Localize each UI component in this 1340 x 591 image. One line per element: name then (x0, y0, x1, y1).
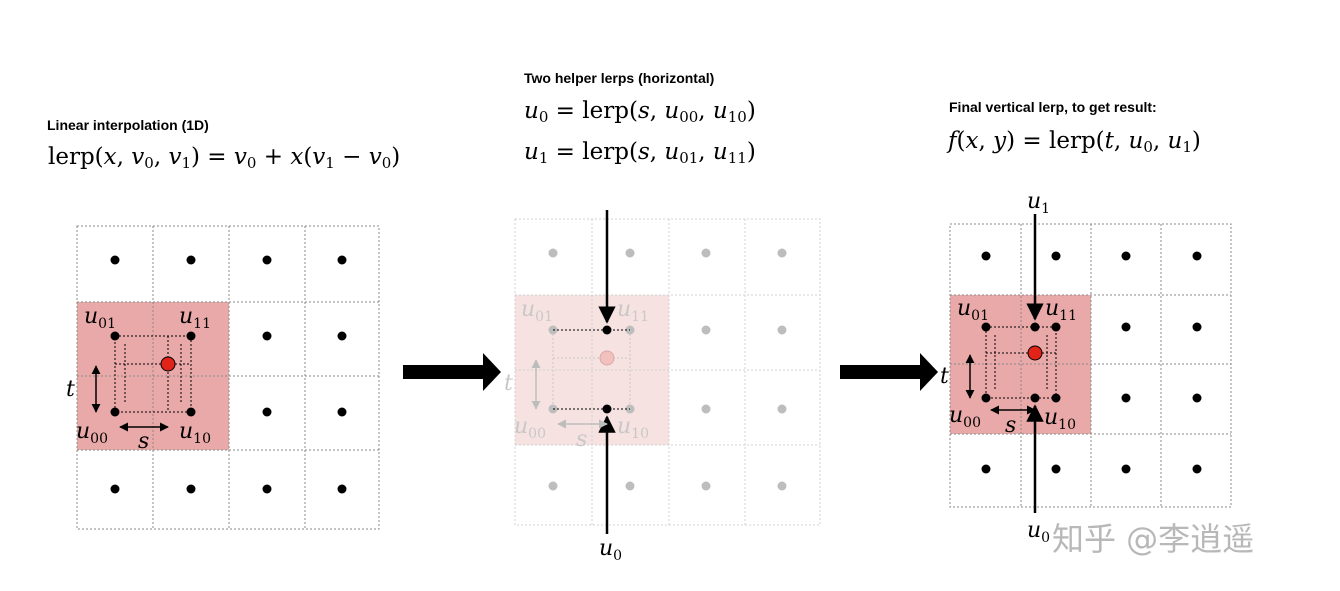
panel2-u1-point (602, 325, 612, 335)
panel1-diagram: u01 u11 u00 u10 t s (66, 225, 380, 530)
label-subscript: 0 (613, 548, 622, 564)
panel1-grid (76, 225, 380, 530)
label-subscript: 11 (193, 316, 211, 332)
panel1-helper-lines (114, 335, 192, 413)
panel2-label-u0: u0 (599, 536, 622, 564)
label-subscript: 10 (193, 431, 211, 447)
panel2-label-s: s (576, 427, 587, 452)
panel3-label-u01: u01 (957, 296, 989, 324)
label-subscript: 11 (1059, 308, 1077, 324)
label-subscript: 01 (971, 308, 989, 324)
panel2-helper-lines (553, 329, 630, 410)
panel2-label-t: t (504, 371, 513, 396)
panel2-formula-u1: u1 = lerp(s, u01, u11) (524, 139, 756, 167)
panel3-grid (949, 223, 1232, 508)
panel2-label-u01: u01 (521, 297, 553, 325)
label-subscript: 01 (98, 316, 116, 332)
panel1-label-u10: u10 (179, 419, 211, 447)
flow-arrow-1 (403, 353, 501, 391)
panel3-label-u0: u0 (1027, 518, 1050, 546)
panel1-label-t: t (66, 377, 75, 402)
label-subscript: 10 (631, 426, 649, 442)
panel2-sample-point (599, 350, 615, 366)
label-subscript: 10 (1058, 417, 1076, 433)
label-subscript: 0 (1041, 530, 1050, 546)
panel2-formula-u0: u0 = lerp(s, u00, u10) (524, 98, 756, 126)
panel1-heading: Linear interpolation (1D) (47, 117, 209, 133)
panel1-label-u01: u01 (84, 304, 116, 332)
panel1-sample-point (160, 356, 176, 372)
panel2-label-u10: u10 (617, 414, 649, 442)
panel2-heading: Two helper lerps (horizontal) (524, 70, 715, 86)
label-subscript: 11 (631, 309, 649, 325)
panel3-label-u00: u00 (949, 403, 981, 431)
label-subscript: 00 (963, 415, 981, 431)
panel3-label-u10: u10 (1044, 405, 1076, 433)
panel3-formula: f(x, y) = lerp(t, u0, u1) (948, 128, 1201, 156)
panel2-u0-point (602, 404, 612, 414)
panel3-sample-point (1027, 345, 1043, 361)
flow-arrow-2 (840, 353, 938, 391)
panel1-formula: lerp(x, v0, v1) = v0 + x(v1 − v0) (48, 144, 401, 172)
panel1-label-s: s (138, 429, 149, 454)
panel2-faded-helper-lines (552, 330, 631, 409)
panel2-diagram: u01 u11 u00 u10 t s u0 (504, 210, 821, 564)
panel3-label-u1: u1 (1027, 189, 1050, 217)
panel3-heading: Final vertical lerp, to get result: (949, 99, 1157, 115)
label-subscript: 1 (1041, 201, 1050, 217)
panel2-grid (514, 218, 821, 526)
watermark: 知乎 @李逍遥 (1052, 520, 1255, 558)
panel3-helper-lines (985, 326, 1057, 399)
label-subscript: 00 (528, 426, 546, 442)
panel3-label-s: s (1005, 413, 1016, 438)
panel3-label-u11: u11 (1045, 296, 1077, 324)
panel2-label-u11: u11 (617, 297, 649, 325)
label-subscript: 00 (90, 431, 108, 447)
label-subscript: 01 (535, 309, 553, 325)
panel2-label-u00: u00 (514, 414, 546, 442)
panel1-label-u11: u11 (179, 304, 211, 332)
panel3-label-t: t (940, 364, 949, 389)
panel3-diagram: u01 u11 u00 u10 t s u1 u0 (940, 189, 1232, 546)
panel1-label-u00: u00 (76, 419, 108, 447)
